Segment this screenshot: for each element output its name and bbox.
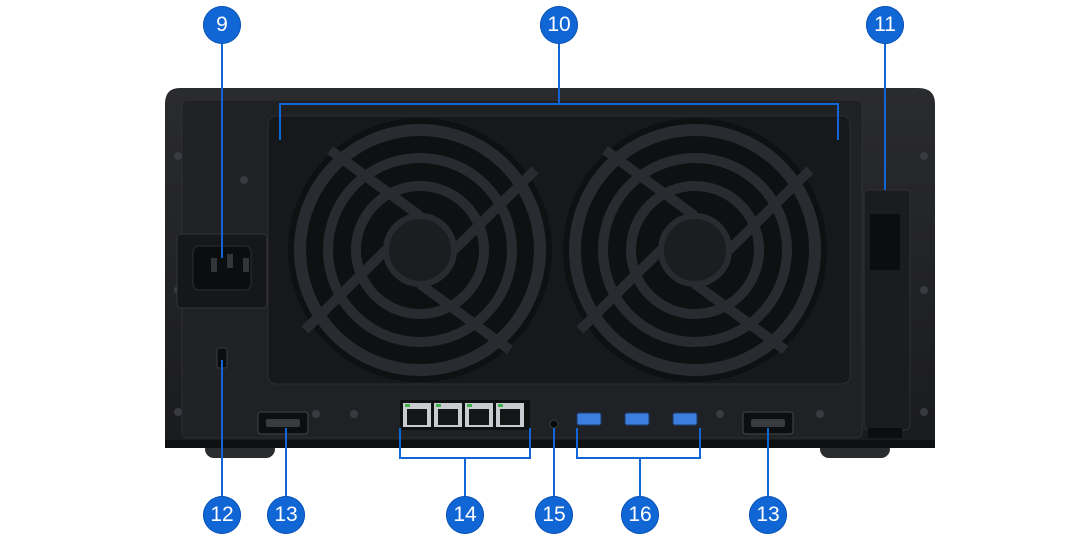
callout-lan-ports: 14 — [446, 496, 484, 534]
expansion-bracket — [863, 189, 911, 438]
usb-port-bank — [576, 412, 698, 426]
expansion-port-left — [257, 411, 309, 435]
lan-port-bank — [400, 400, 530, 430]
callout-expansion-port-left: 13 — [267, 496, 305, 534]
fan-right — [563, 118, 827, 382]
callout-kensington-slot: 12 — [203, 496, 241, 534]
leader-lines — [221, 44, 886, 496]
callout-expansion-port-right: 13 — [749, 496, 787, 534]
callout-power-port: 9 — [203, 6, 241, 44]
callout-fans: 10 — [540, 6, 578, 44]
callout-reset-button: 15 — [535, 496, 573, 534]
fan-left — [288, 118, 552, 382]
callout-usb-ports: 16 — [621, 496, 659, 534]
callout-expansion-bracket: 11 — [866, 6, 904, 44]
power-inlet — [176, 233, 268, 309]
reset-button — [549, 419, 559, 429]
expansion-port-right — [742, 411, 794, 435]
chassis-bottom-edge — [165, 440, 935, 448]
